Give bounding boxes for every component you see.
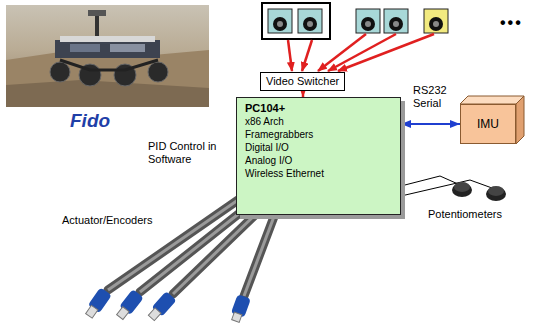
video-feeds — [288, 34, 434, 71]
encoder-connectors — [83, 287, 251, 323]
node-title: IMU — [477, 117, 499, 131]
node-line: x86 Arch — [245, 115, 392, 128]
part-name: Actuator/Encoders — [62, 214, 153, 227]
switch-box: Video Switcher — [260, 72, 345, 91]
node-line: Framegrabbers — [245, 128, 392, 141]
more-cameras: ••• — [500, 14, 523, 32]
link-label: RS232 Serial — [413, 84, 459, 110]
robot-name: Fido — [70, 110, 110, 132]
part-name: Potentiometers — [428, 208, 502, 221]
node-title: PC104+ — [245, 102, 392, 115]
rover-photo — [6, 5, 209, 107]
node-line: Wireless Ethernet — [245, 167, 392, 180]
connector — [401, 123, 460, 125]
potentiometer-wires — [401, 176, 492, 196]
node-line: Digital I/O — [245, 141, 392, 154]
imu-box: IMU — [460, 104, 516, 144]
computer-box: PC104+x86 ArchFramegrabbersDigital I/OAn… — [236, 97, 401, 215]
node-line: Analog I/O — [245, 154, 392, 167]
potentiometers — [452, 182, 506, 201]
node-title: Video Switcher — [266, 75, 339, 88]
cameras — [262, 3, 448, 39]
software-note: PID Control in Software — [148, 140, 238, 166]
